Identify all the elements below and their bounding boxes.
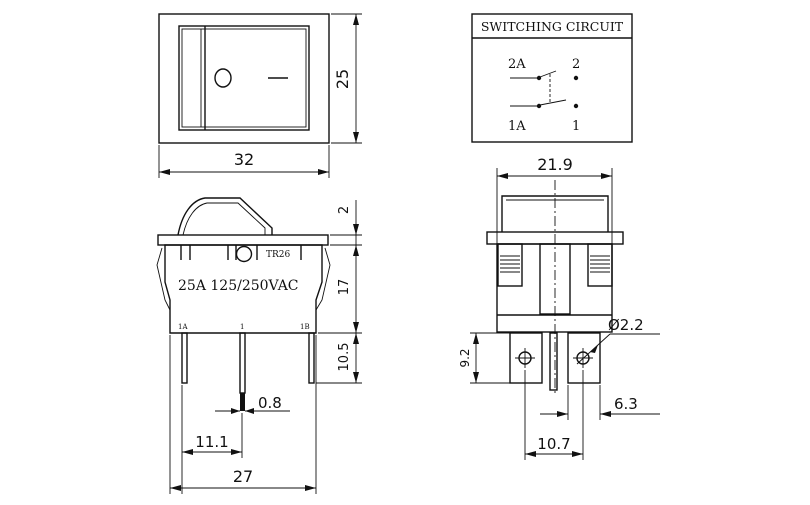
dim-17-label: 17 <box>337 279 352 296</box>
dim-10-5-label: 10.5 <box>337 343 352 372</box>
switch-blade-upper <box>539 70 557 78</box>
dim-6-3-label: 6.3 <box>614 395 638 413</box>
side-body <box>164 244 323 334</box>
label-2a: 2A <box>508 57 526 72</box>
terminal-1a <box>181 332 188 384</box>
front-view: 32 25 <box>158 13 362 178</box>
flange <box>157 234 329 246</box>
terminal-1 <box>239 332 246 394</box>
front-rocker <box>178 25 310 131</box>
dim-11-1-label: 11.1 <box>195 433 228 451</box>
terminal-1a-label: 1A <box>178 323 188 331</box>
indicator-lamp <box>235 245 253 263</box>
end-view: 21.9 Ø2.2 9.2 6.3 10.7 <box>458 155 660 460</box>
label-2: 2 <box>572 57 580 72</box>
dim-32-label: 32 <box>234 150 254 169</box>
dim-25-label: 25 <box>333 69 352 89</box>
end-terminal-right <box>567 332 601 384</box>
dim-27-label: 27 <box>233 467 253 486</box>
rating-marking: 25A 125/250VAC <box>178 278 299 294</box>
dim-2-label: 2 <box>337 206 352 214</box>
dim-21-9-label: 21.9 <box>537 155 573 174</box>
dim-phi-2-2-label: Ø2.2 <box>608 316 644 334</box>
label-1a: 1A <box>508 119 526 134</box>
switching-circuit-box: SWITCHING CIRCUIT 2A 2 1A 1 <box>471 13 633 143</box>
dim-9-2-label: 9.2 <box>458 348 472 367</box>
model-marking: TR26 <box>266 250 291 260</box>
side-view: TR26 25A 125/250VAC 1A 1 1B 2 17 10.5 0.… <box>156 197 362 494</box>
terminal-1b <box>308 332 315 384</box>
end-terminal-left <box>509 332 543 384</box>
terminal-1-label: 1 <box>240 323 244 331</box>
off-symbol-icon <box>214 68 232 88</box>
rocker-cap <box>177 197 273 236</box>
end-terminal-center <box>549 332 558 391</box>
circuit-title: SWITCHING CIRCUIT <box>481 19 624 34</box>
label-1: 1 <box>572 119 580 134</box>
end-body <box>496 243 613 333</box>
switch-blade-lower <box>539 99 567 106</box>
terminal-1b-label: 1B <box>300 323 310 331</box>
dim-0-8-label: 0.8 <box>258 394 282 412</box>
dim-10-7-label: 10.7 <box>537 435 570 453</box>
front-bezel <box>158 13 330 144</box>
